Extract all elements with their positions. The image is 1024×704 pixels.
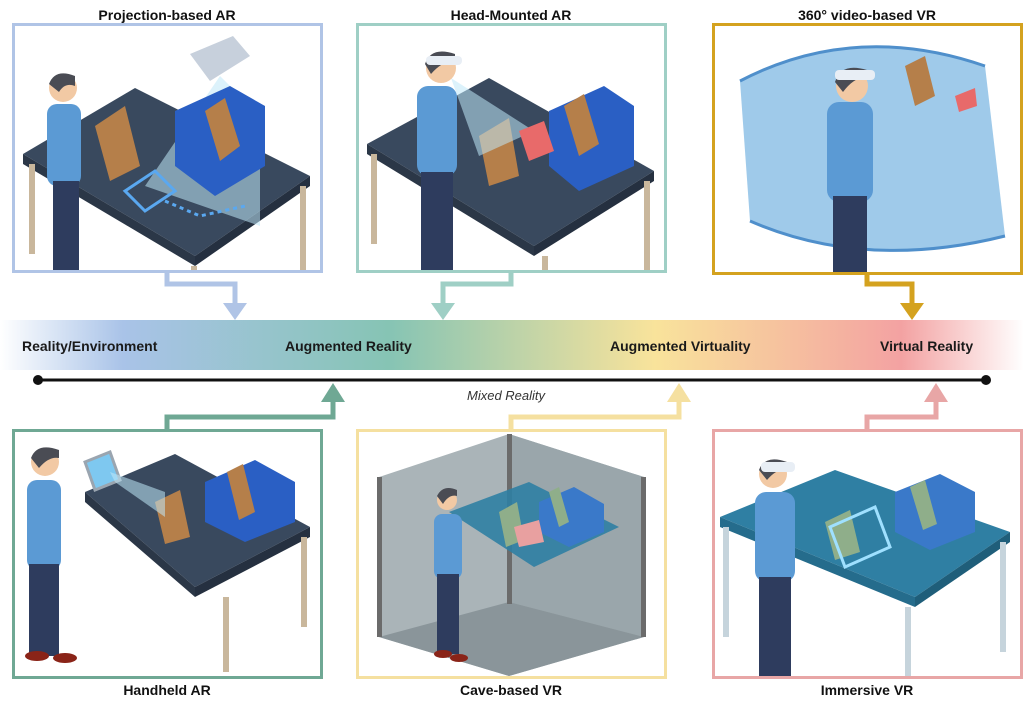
title-projection-ar: Projection-based AR bbox=[98, 7, 236, 23]
connector-immersive-vr bbox=[864, 398, 939, 429]
panel-handheld-ar bbox=[12, 429, 323, 679]
axis-start-dot bbox=[33, 375, 43, 385]
panel-360-video-vr bbox=[712, 23, 1023, 275]
illustration-360-video-vr bbox=[739, 45, 1006, 272]
illustration-handheld-ar bbox=[25, 447, 310, 672]
arrow-head-mounted-ar bbox=[431, 303, 455, 320]
mixed-reality-label: Mixed Reality bbox=[467, 388, 546, 403]
label-augmented-virtuality: Augmented Virtuality bbox=[610, 338, 751, 354]
panel-projection-ar bbox=[12, 23, 323, 273]
connector-360-vr bbox=[864, 273, 915, 306]
title-360-video-vr: 360° video-based VR bbox=[798, 7, 936, 23]
connector-cave-vr bbox=[508, 398, 682, 429]
label-reality-environment: Reality/Environment bbox=[22, 338, 158, 354]
label-virtual-reality: Virtual Reality bbox=[880, 338, 974, 354]
arrow-handheld-ar bbox=[321, 383, 345, 402]
connector-projection-ar bbox=[164, 271, 238, 306]
illustration-projection-ar bbox=[23, 36, 310, 270]
axis-end-dot bbox=[981, 375, 991, 385]
arrow-cave-vr bbox=[667, 383, 691, 402]
title-head-mounted-ar: Head-Mounted AR bbox=[450, 7, 572, 23]
title-handheld-ar: Handheld AR bbox=[123, 682, 211, 698]
illustration-head-mounted-ar bbox=[367, 51, 654, 270]
arrow-immersive-vr bbox=[924, 383, 948, 402]
label-augmented-reality: Augmented Reality bbox=[285, 338, 412, 354]
connector-handheld-ar bbox=[164, 398, 336, 429]
panel-cave-vr bbox=[356, 429, 667, 679]
title-cave-vr: Cave-based VR bbox=[460, 682, 562, 698]
illustration-cave-vr bbox=[377, 434, 646, 676]
title-immersive-vr: Immersive VR bbox=[820, 682, 914, 698]
spectrum-band bbox=[0, 320, 1024, 370]
panel-immersive-vr bbox=[712, 429, 1023, 679]
arrow-projection-ar bbox=[223, 303, 247, 320]
panel-head-mounted-ar bbox=[356, 23, 667, 273]
arrow-360-vr bbox=[900, 303, 924, 320]
illustration-immersive-vr bbox=[720, 459, 1010, 676]
connector-head-mounted-ar bbox=[440, 271, 514, 306]
